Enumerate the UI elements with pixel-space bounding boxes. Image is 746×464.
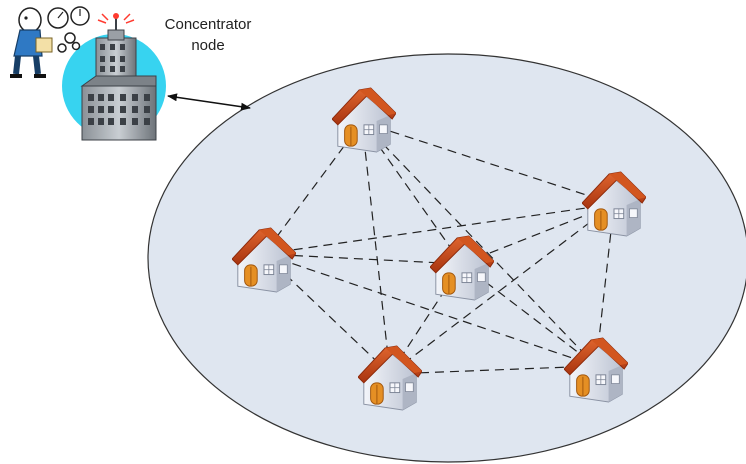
office-building-icon bbox=[80, 13, 157, 141]
meter-reader-person-icon bbox=[10, 7, 53, 78]
mesh-link-house-5-house-6 bbox=[389, 365, 597, 375]
mesh-link-house-2-house-3 bbox=[263, 253, 463, 265]
mesh-link-house-3-house-6 bbox=[461, 263, 597, 367]
uplink-arrow bbox=[167, 93, 251, 111]
gauge-icons bbox=[47, 6, 90, 53]
concentrator-node bbox=[62, 13, 166, 141]
mesh-link-house-1-house-5 bbox=[361, 121, 391, 375]
mesh-link-house-1-house-2 bbox=[263, 121, 363, 255]
mesh-link-house-1-house-6 bbox=[361, 121, 597, 367]
concentrator-label-line1: Concentrator bbox=[164, 16, 252, 33]
concentrator-label: Concentrator node bbox=[148, 14, 268, 56]
mesh-link-house-4-house-5 bbox=[389, 203, 615, 375]
mesh-link-house-2-house-6 bbox=[263, 253, 597, 367]
concentrator-label-line2: node bbox=[191, 37, 225, 54]
